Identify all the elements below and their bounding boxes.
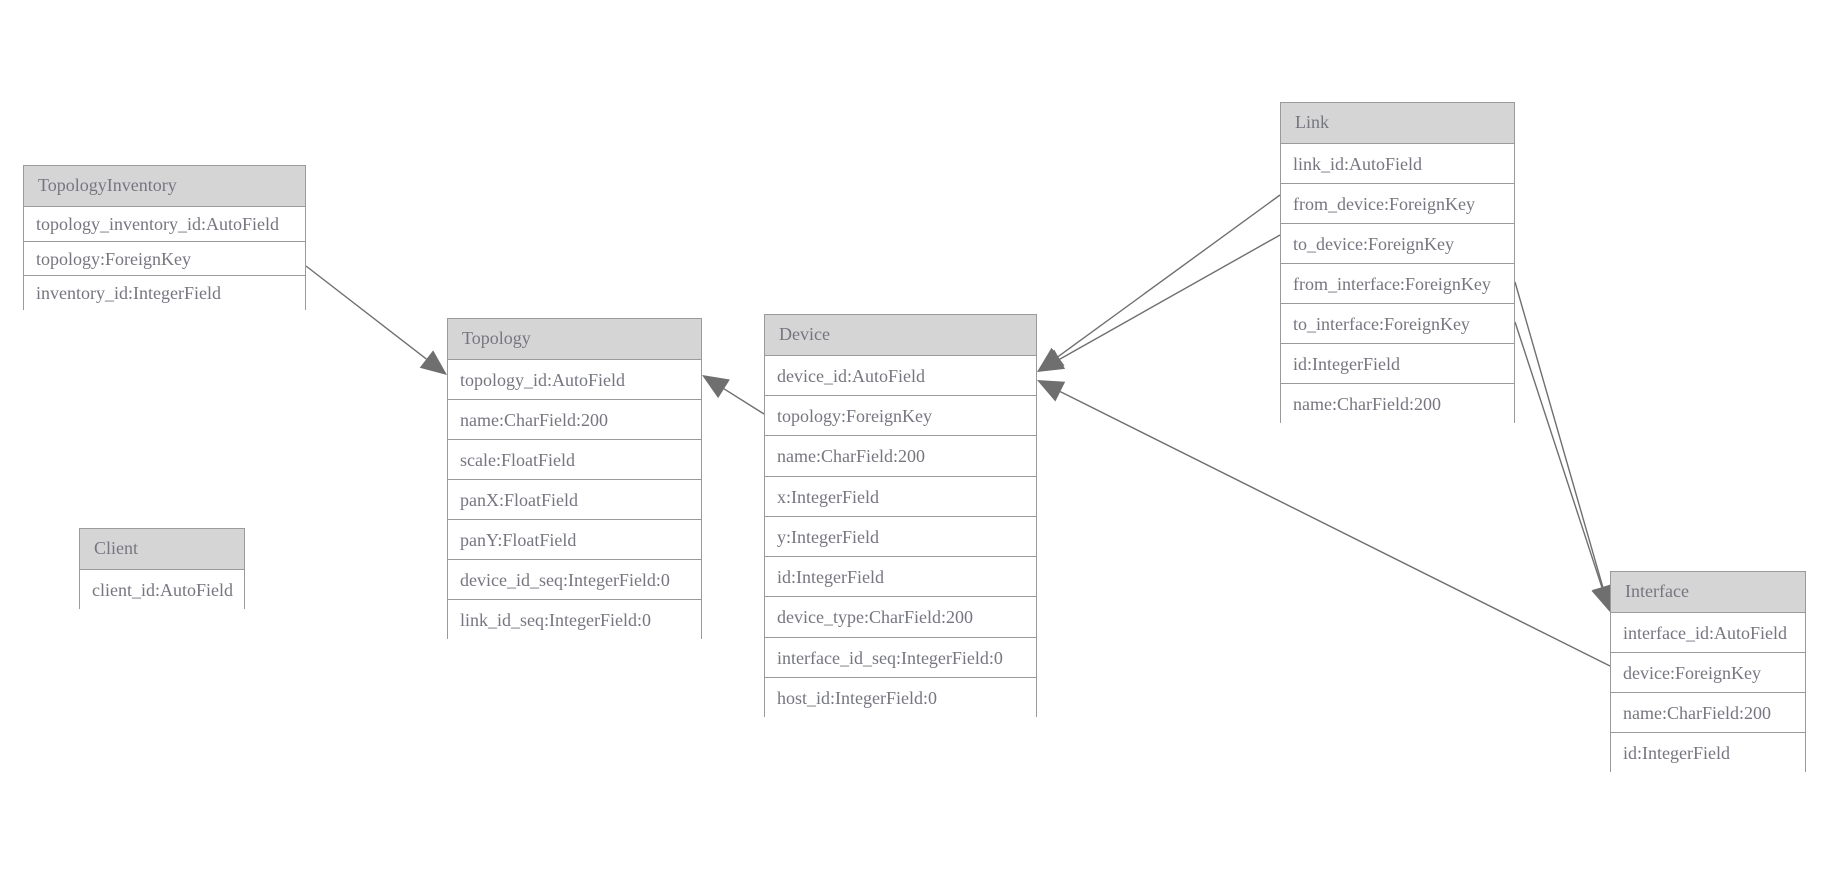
entity-field-device-6[interactable]: device_type:CharField:200	[765, 597, 1036, 638]
relationship-rel-topologyinventory-topology[interactable]	[305, 265, 447, 375]
entity-field-topology-4[interactable]: panY:FloatField	[448, 520, 701, 560]
entity-field-interface-0[interactable]: interface_id:AutoField	[1611, 613, 1805, 653]
entity-field-topology-0[interactable]: topology_id:AutoField	[448, 360, 701, 400]
entity-field-topology_inventory-2[interactable]: inventory_id:IntegerField	[24, 276, 305, 311]
relationship-rel-device-topology[interactable]	[702, 375, 765, 415]
relationship-line-rel-link-from-interface	[1514, 281, 1604, 588]
entity-field-device-1[interactable]: topology:ForeignKey	[765, 396, 1036, 437]
entity-field-topology-5[interactable]: device_id_seq:IntegerField:0	[448, 560, 701, 600]
relationship-line-rel-link-to-interface	[1514, 321, 1603, 588]
relationship-rel-link-to-device[interactable]	[1037, 234, 1281, 372]
relationship-arrowhead-rel-link-from-device	[1037, 347, 1065, 372]
entity-field-device-5[interactable]: id:IntegerField	[765, 557, 1036, 598]
relationship-line-rel-interface-device	[1059, 390, 1611, 667]
entity-field-interface-2[interactable]: name:CharField:200	[1611, 693, 1805, 733]
relationship-rel-link-from-device[interactable]	[1037, 194, 1281, 372]
relationship-arrowhead-rel-interface-device	[1037, 380, 1066, 402]
relationship-arrowhead-rel-topologyinventory-topology	[419, 350, 447, 375]
entity-title-link: Link	[1281, 103, 1514, 144]
entity-field-interface-3[interactable]: id:IntegerField	[1611, 733, 1805, 773]
entity-field-topology_inventory-1[interactable]: topology:ForeignKey	[24, 241, 305, 277]
entity-field-link-1[interactable]: from_device:ForeignKey	[1281, 184, 1514, 224]
entity-field-link-0[interactable]: link_id:AutoField	[1281, 144, 1514, 184]
entity-field-device-0[interactable]: device_id:AutoField	[765, 356, 1036, 397]
entity-field-topology-1[interactable]: name:CharField:200	[448, 400, 701, 440]
entity-field-interface-1[interactable]: device:ForeignKey	[1611, 653, 1805, 693]
entity-field-client-0[interactable]: client_id:AutoField	[80, 570, 244, 610]
entity-field-link-2[interactable]: to_device:ForeignKey	[1281, 224, 1514, 264]
relationship-line-rel-link-from-device	[1057, 194, 1281, 358]
entity-title-client: Client	[80, 529, 244, 570]
entity-title-device: Device	[765, 315, 1036, 356]
entity-field-link-5[interactable]: id:IntegerField	[1281, 344, 1514, 384]
entity-title-topology_inventory: TopologyInventory	[24, 166, 305, 207]
entity-field-device-7[interactable]: interface_id_seq:IntegerField:0	[765, 637, 1036, 678]
relationship-line-rel-topologyinventory-topology	[305, 265, 427, 360]
entity-field-link-6[interactable]: name:CharField:200	[1281, 384, 1514, 424]
entity-field-device-2[interactable]: name:CharField:200	[765, 436, 1036, 477]
relationship-line-rel-device-topology	[723, 388, 765, 415]
entity-field-topology-3[interactable]: panX:FloatField	[448, 480, 701, 520]
entity-field-link-3[interactable]: from_interface:ForeignKey	[1281, 264, 1514, 304]
entity-field-topology-2[interactable]: scale:FloatField	[448, 440, 701, 480]
entity-field-device-4[interactable]: y:IntegerField	[765, 516, 1036, 558]
entity-field-device-3[interactable]: x:IntegerField	[765, 476, 1036, 517]
entity-field-link-4[interactable]: to_interface:ForeignKey	[1281, 304, 1514, 344]
entity-title-interface: Interface	[1611, 572, 1805, 613]
entity-field-topology-6[interactable]: link_id_seq:IntegerField:0	[448, 600, 701, 640]
relationship-rel-link-to-interface[interactable]	[1514, 321, 1613, 612]
relationship-line-rel-link-to-device	[1059, 234, 1281, 360]
relationship-arrowhead-rel-link-to-device	[1037, 349, 1066, 372]
entity-field-topology_inventory-0[interactable]: topology_inventory_id:AutoField	[24, 207, 305, 242]
relationship-rel-link-from-interface[interactable]	[1514, 281, 1614, 612]
entity-title-topology: Topology	[448, 319, 701, 360]
relationship-arrowhead-rel-device-topology	[702, 375, 730, 399]
entity-field-device-8[interactable]: host_id:IntegerField:0	[765, 677, 1036, 718]
